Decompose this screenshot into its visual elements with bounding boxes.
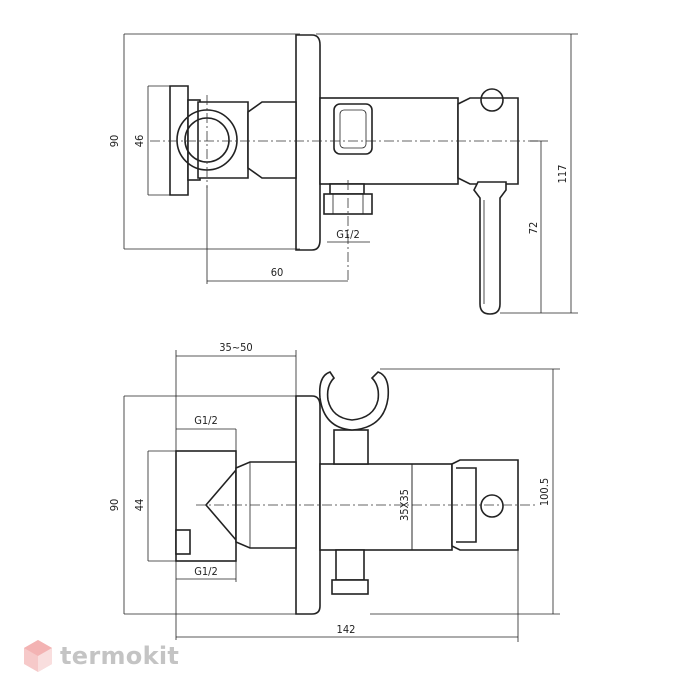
dim-label-100: 100.5 (538, 478, 551, 506)
inlet-connector (247, 101, 297, 179)
lever-handle (473, 181, 507, 315)
cap-hole (480, 494, 504, 518)
dim-label-117: 117 (556, 165, 569, 184)
holder-stem (333, 429, 369, 465)
body-window (333, 103, 373, 155)
wall-plate (295, 34, 321, 251)
dim-label-35x35: 35X35 (398, 489, 411, 521)
dim-label-46: 46 (133, 135, 146, 148)
body-window-inner (339, 109, 367, 149)
watermark: termokit (22, 636, 179, 676)
side-outlet-neck (335, 549, 365, 581)
dim-label-g12-side-bottom: G1/2 (194, 565, 218, 578)
dim-label-side-90: 90 (108, 499, 121, 512)
watermark-text: termokit (60, 642, 180, 670)
dim-label-g12-top: G1/2 (336, 228, 360, 241)
outlet-neck (329, 183, 365, 195)
dim-label-60: 60 (271, 266, 284, 279)
cap-dome (480, 88, 504, 112)
inlet-housing (197, 101, 249, 179)
dim-label-90: 90 (108, 135, 121, 148)
side-valve-body (319, 463, 453, 551)
termokit-logo-icon (24, 640, 52, 672)
bottom-inlet-nipple (175, 529, 191, 555)
dim-label-72: 72 (527, 222, 540, 235)
dim-label-142: 142 (337, 623, 356, 636)
side-view: 35~50 G1/2 G1/2 90 44 35X35 100.5 142 (108, 341, 560, 642)
dim-label-44: 44 (133, 499, 146, 512)
holder-cradle (318, 371, 390, 431)
dim-label-g12-side-top: G1/2 (194, 414, 218, 427)
top-view: 90 46 60 G1/2 72 117 (108, 33, 578, 315)
inlet-flange (169, 85, 189, 196)
dim-label-35-50: 35~50 (219, 341, 252, 354)
side-outlet-nut (331, 579, 369, 595)
